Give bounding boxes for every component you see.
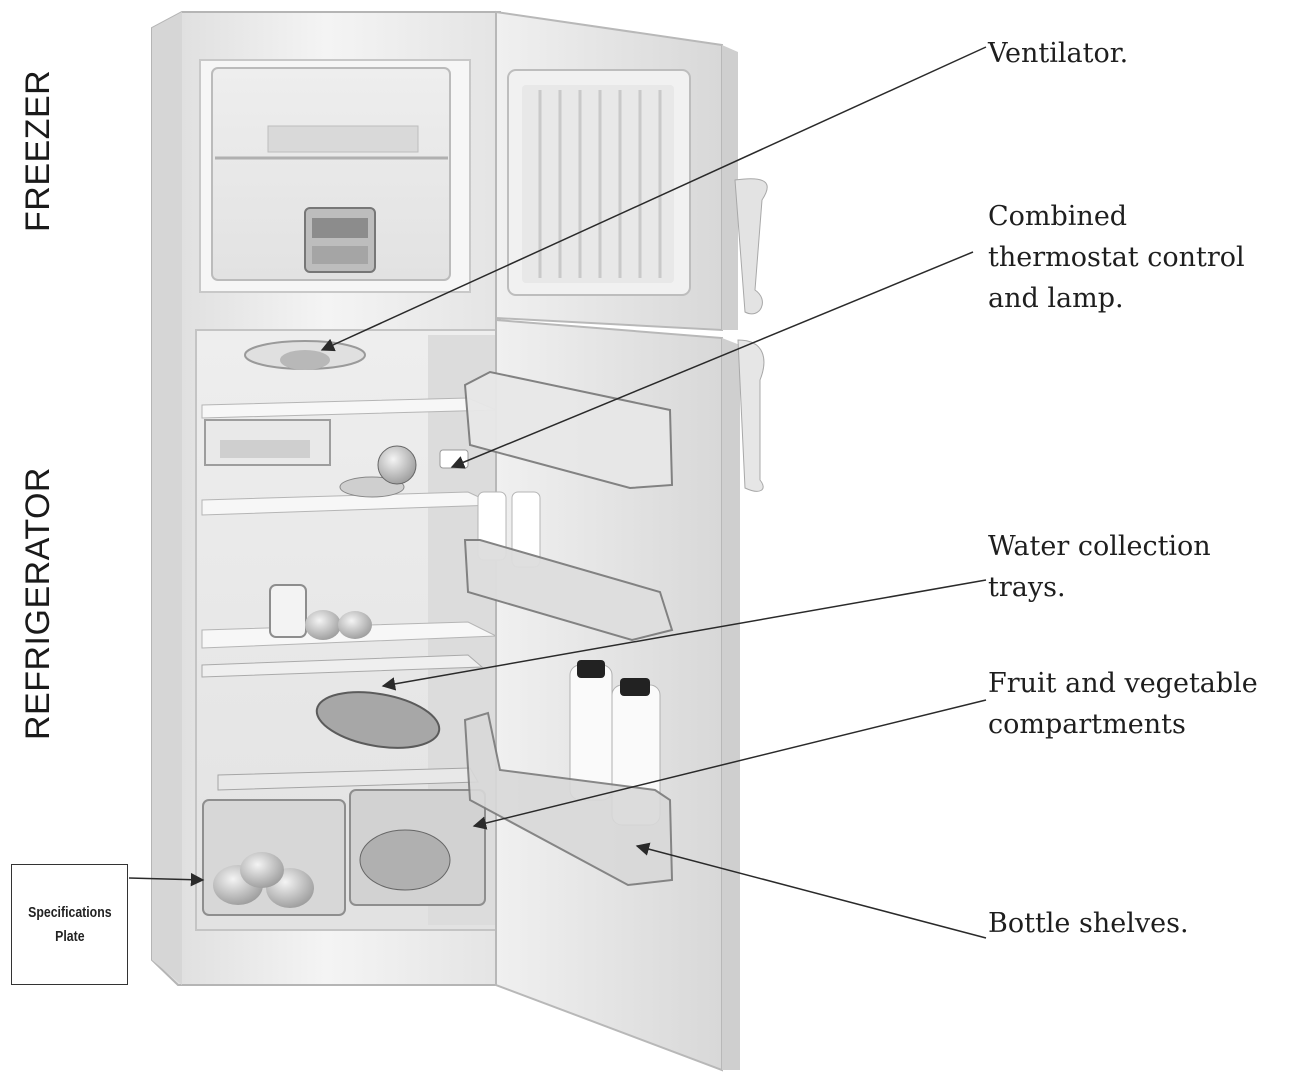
leader-ventilator <box>320 46 987 352</box>
freezer-compartment <box>199 59 471 293</box>
leader-thermostat <box>450 251 974 469</box>
crisper-drawers <box>202 789 486 916</box>
leader-water-trays <box>381 579 987 691</box>
leader-lines <box>128 46 987 939</box>
callout-ventilator: Ventilator. <box>988 38 1129 69</box>
leader-fruit-veg <box>472 699 987 830</box>
callout-bottle-shelves: Bottle shelves. <box>988 908 1189 939</box>
freezer-label: FREEZER <box>19 69 57 232</box>
leader-spec-plate <box>128 872 205 887</box>
refrigerator-door <box>463 318 765 1072</box>
specifications-plate-box: Specifications Plate <box>11 864 128 985</box>
callout-water-trays: Water collection trays. <box>988 531 1211 603</box>
callout-thermostat: Combined thermostat control and lamp. <box>988 201 1245 314</box>
leader-bottle-shelves <box>635 842 987 939</box>
freezer-door <box>495 10 768 332</box>
specifications-plate-label: Specifications Plate <box>27 903 112 945</box>
refrigerator-label: REFRIGERATOR <box>19 467 57 740</box>
callout-fruit-veg: Fruit and vegetable compartments <box>988 668 1258 740</box>
